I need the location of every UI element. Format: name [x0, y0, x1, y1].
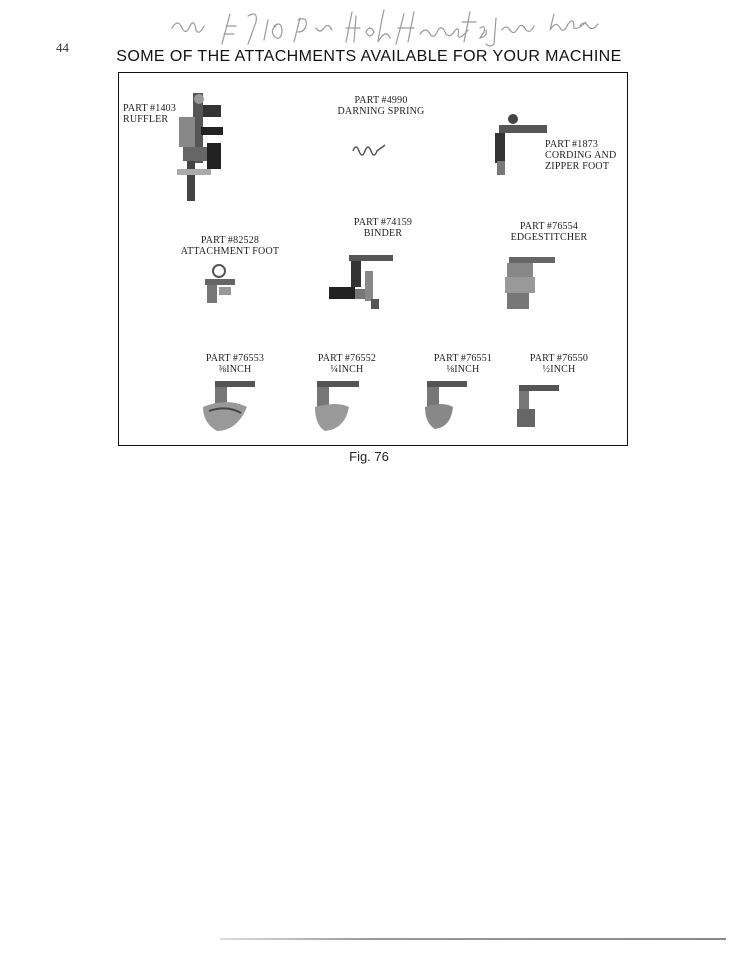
page-number: 44 [56, 40, 69, 55]
cording-foot-part-number: PART #1873 [545, 139, 599, 150]
hemmer-76551-part-number: PART #76551 [433, 353, 493, 364]
footer-rule [220, 938, 726, 940]
edgestitcher-label: PART #76554 EDGESTITCHER [499, 221, 599, 243]
hemmer-76553-part-number: PART #76553 [205, 353, 265, 364]
hemmer-76551-image [425, 381, 467, 429]
hemmer-76553-image [203, 381, 255, 431]
hemmer-76552-part-number: PART #76552 [317, 353, 377, 364]
handwritten-note [171, 9, 599, 47]
ruffler-image [177, 93, 223, 201]
attachments-figure: PART #1403 RUFFLER PART #4990 DARNING SP… [118, 72, 628, 446]
hemmer-76553-label: PART #76553 ⅜INCH [195, 353, 275, 375]
hemmer-76551-size: ⅛INCH [446, 364, 480, 375]
ruffler-name: RUFFLER [123, 114, 169, 125]
edgestitcher-part-number: PART #76554 [519, 221, 579, 232]
cording-foot-image [495, 114, 547, 175]
page-heading: SOME OF THE ATTACHMENTS AVAILABLE FOR YO… [116, 48, 622, 65]
hemmer-76550-label: PART #76550 ½INCH [519, 353, 599, 375]
darning-spring-label: PART #4990 DARNING SPRING [331, 95, 431, 117]
cording-foot-name-line1: CORDING AND [545, 150, 617, 161]
attachment-foot-name: ATTACHMENT FOOT [180, 246, 280, 257]
binder-label: PART #74159 BINDER [335, 217, 431, 239]
binder-part-number: PART #74159 [353, 217, 413, 228]
hemmer-76551-label: PART #76551 ⅛INCH [423, 353, 503, 375]
attachment-foot-image [205, 264, 235, 303]
ruffler-label: PART #1403 RUFFLER [123, 103, 176, 125]
hemmer-76550-size: ½INCH [542, 364, 576, 375]
binder-image [329, 255, 393, 309]
cording-foot-name-line2: ZIPPER FOOT [545, 161, 610, 172]
darning-spring-image [352, 144, 386, 156]
darning-spring-name: DARNING SPRING [337, 106, 425, 117]
hemmer-76550-part-number: PART #76550 [529, 353, 589, 364]
hemmer-76552-image [315, 381, 359, 431]
figure-caption: Fig. 76 [349, 449, 389, 464]
binder-name: BINDER [363, 228, 403, 239]
ruffler-part-number: PART #1403 [123, 103, 177, 114]
attachment-foot-label: PART #82528 ATTACHMENT FOOT [179, 235, 281, 257]
attachment-foot-part-number: PART #82528 [200, 235, 260, 246]
edgestitcher-name: EDGESTITCHER [510, 232, 588, 243]
darning-spring-part-number: PART #4990 [354, 95, 408, 106]
hemmer-76552-size: ¼INCH [330, 364, 364, 375]
hemmer-76550-image [517, 385, 559, 427]
hemmer-76553-size: ⅜INCH [218, 364, 252, 375]
cording-foot-label: PART #1873 CORDING AND ZIPPER FOOT [545, 139, 616, 172]
edgestitcher-image [505, 257, 555, 309]
hemmer-76552-label: PART #76552 ¼INCH [307, 353, 387, 375]
